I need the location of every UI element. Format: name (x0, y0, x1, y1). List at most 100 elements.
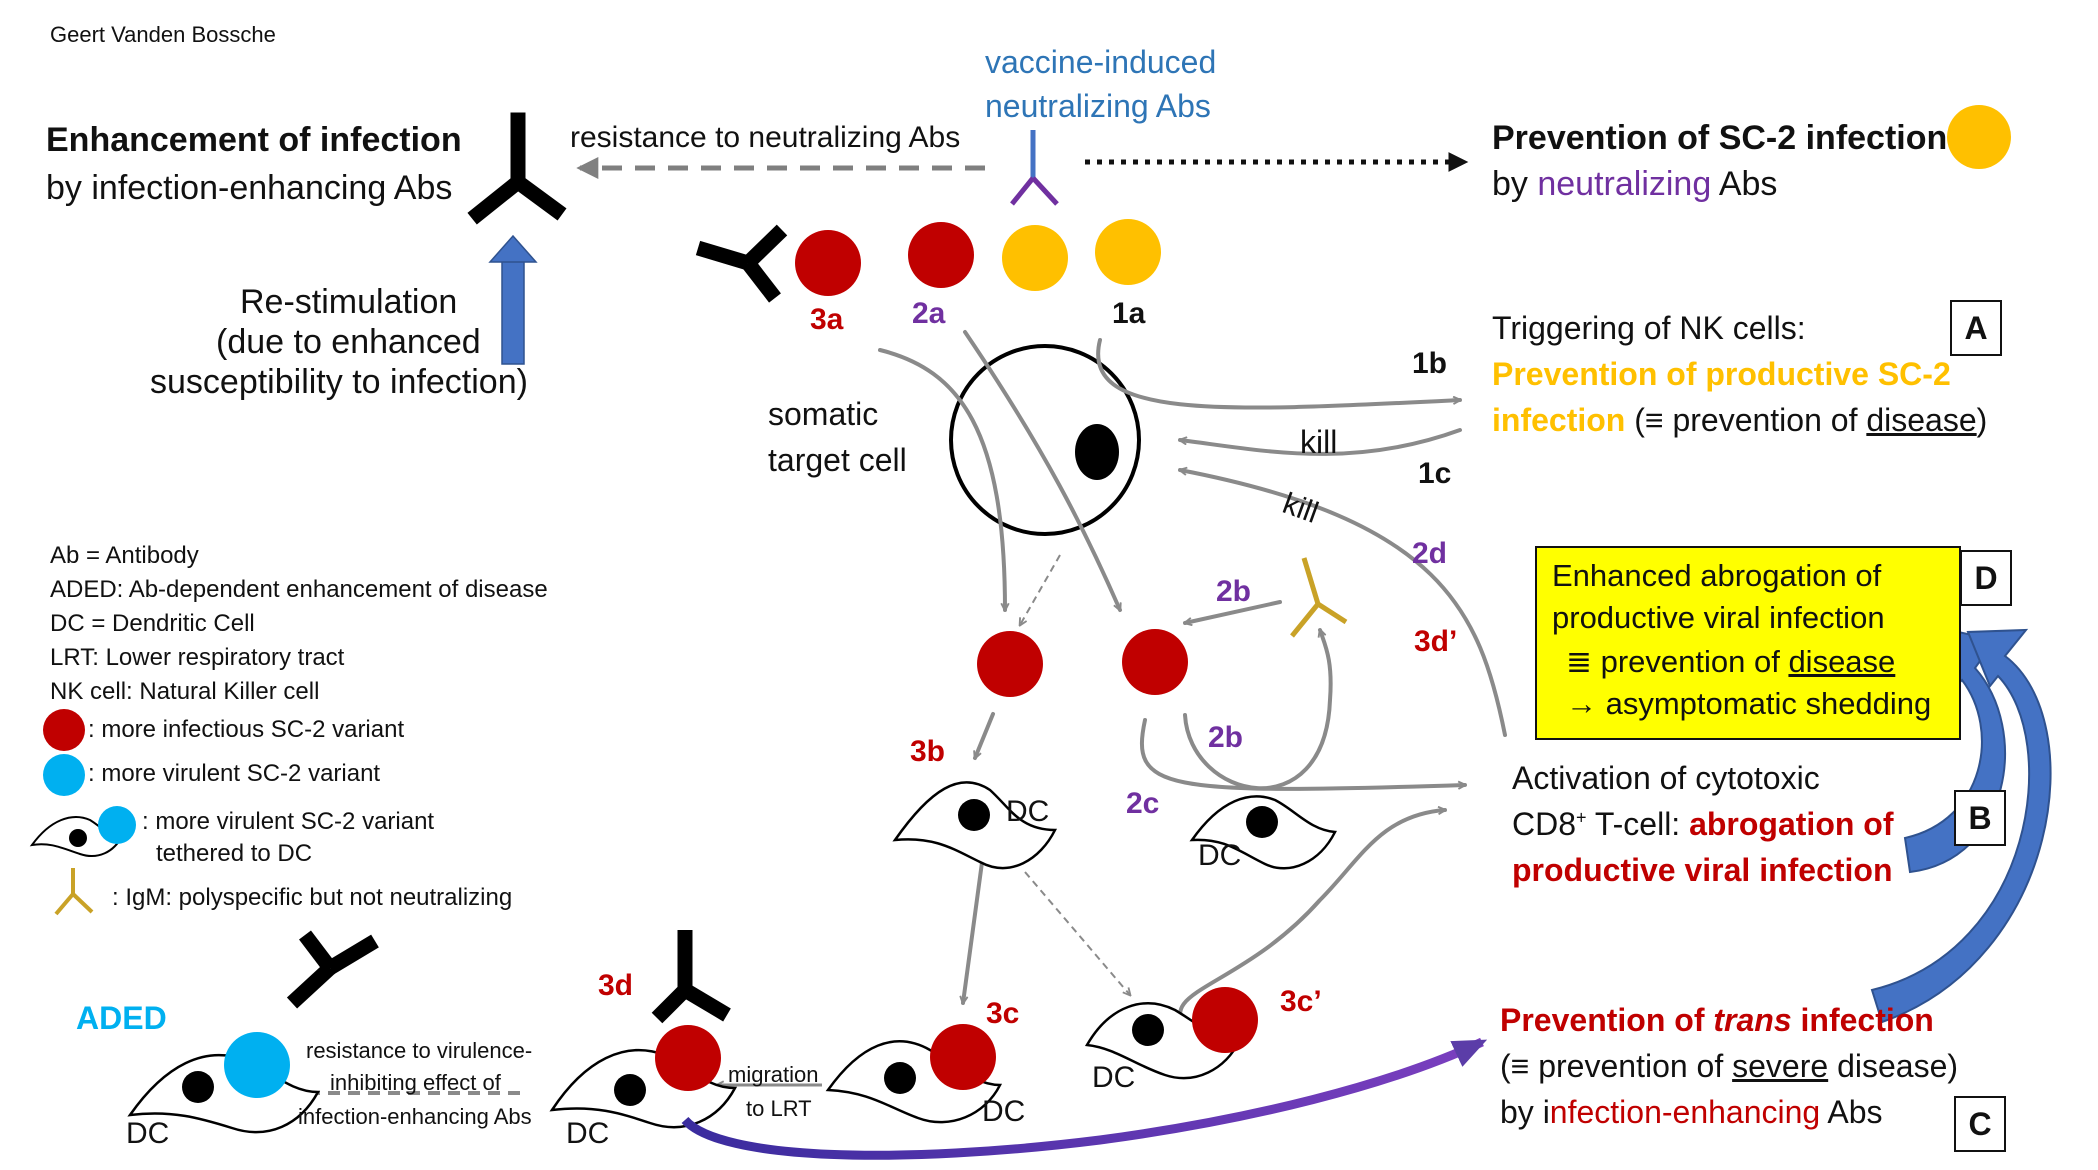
trans-line3: by infection-enhancing Abs (1500, 1094, 1882, 1132)
label-3cp: 3c’ (1280, 985, 1322, 1018)
nk-line1: Triggering of NK cells: (1492, 310, 1806, 346)
somatic-label-line2: target cell (768, 442, 907, 478)
trans-infection: infection (1791, 1002, 1934, 1038)
arrow-kill-2d (1180, 470, 1507, 737)
arrow-3a-to-3b (878, 348, 1005, 612)
dc-label-aded: DC (126, 1117, 170, 1150)
enhancement-subtitle: by infection-enhancing Abs (46, 169, 453, 207)
label-3b: 3b (910, 735, 946, 768)
box-label-a: A (1950, 300, 2002, 356)
box-d-line1: Enhanced abrogation of (1552, 558, 1882, 593)
arrow-2b-loop (1183, 630, 1333, 791)
prevention-abs: Abs (1711, 165, 1778, 203)
box-d-panel (1535, 546, 1961, 740)
restimulation-arrow-shaft (501, 259, 525, 365)
enhancing-antibody-3d-icon (651, 930, 731, 1024)
legend-aded: ADED: Ab-dependent enhancement of diseas… (50, 576, 548, 603)
prevention-title: Prevention of SC-2 infection (1492, 119, 1948, 157)
dc-label-3c: DC (982, 1095, 1026, 1128)
dashed-arrow-cell-to-3b (1020, 554, 1061, 625)
arrow-dc-3b-to-3c (963, 853, 985, 1003)
cd8-line2: CD8+ T-cell: abrogation of (1512, 806, 1894, 844)
cd8-line1: Activation of cytotoxic (1512, 760, 1820, 796)
label-3d: 3d (598, 969, 634, 1002)
virus-1a (1095, 219, 1161, 285)
legend-nk: NK cell: Natural Killer cell (50, 678, 320, 705)
restimulation-line3: susceptibility to infection) (150, 363, 528, 401)
dendritic-cell-aded (127, 1032, 321, 1134)
dendritic-cell-3d (549, 1025, 738, 1129)
legend-igm-icon (54, 868, 94, 916)
arrow-3b-to-dc (973, 712, 995, 758)
trans-prevention: Prevention of (1500, 1002, 1714, 1038)
arrow-2a-to-2b (963, 330, 1122, 610)
kill-label-1: kill (1300, 424, 1338, 460)
aded-label: ADED (76, 1000, 167, 1036)
box-label-d: D (1960, 550, 2012, 606)
trans-by: by i (1500, 1094, 1550, 1130)
label-1c: 1c (1418, 457, 1452, 490)
legend-infectious-icon (43, 709, 85, 751)
resistance-label: resistance to neutralizing Abs (570, 121, 961, 154)
box-label-c: C (1954, 1096, 2006, 1152)
cd8-tcell: T-cell: (1586, 806, 1690, 842)
somatic-label-line1: somatic (768, 396, 879, 432)
resistance-virulence-line2: inhibiting effect of (330, 1070, 501, 1095)
arrow-igm-to-2b (1185, 600, 1282, 623)
vaccine-label-line2: neutralizing Abs (985, 88, 1211, 124)
nk-infection: infection (1492, 402, 1626, 438)
arrow-1a-to-1b (1096, 338, 1462, 410)
author-label: Geert Vanden Bossche (50, 22, 276, 47)
trans-prevention-of: (≡ prevention of (1500, 1048, 1733, 1084)
label-2b: 2b (1216, 575, 1252, 608)
vaccine-label-line1: vaccine-induced (985, 44, 1217, 80)
legend-tethered-line1: : more virulent SC-2 variant (142, 808, 435, 835)
virus-3b (977, 631, 1043, 697)
nk-disease: disease (1866, 402, 1977, 438)
virus-orange-prevention (1947, 105, 2011, 169)
nk-line3: infection (≡ prevention of disease) (1492, 402, 1987, 440)
arrow-kill-1c (1180, 428, 1462, 456)
label-2b-second: 2b (1208, 721, 1244, 754)
virus-2b (1122, 629, 1188, 695)
label-3dp: 3d’ (1414, 625, 1458, 658)
dc-label-3b: DC (1006, 795, 1050, 828)
legend-virulent: : more virulent SC-2 variant (88, 760, 381, 787)
legend-virulent-icon (43, 754, 85, 796)
restimulation-line1: Re-stimulation (240, 283, 458, 321)
prevention-by: by (1492, 165, 1538, 203)
cd8-line3: productive viral infection (1512, 852, 1893, 888)
label-1a: 1a (1112, 297, 1146, 330)
nk-prevention: (≡ prevention of (1625, 402, 1867, 438)
legend-tethered-dc-icon (29, 806, 136, 857)
arrow-c-to-d (1870, 628, 2052, 1024)
box-d-line3: ≣ prevention of disease (1566, 644, 1895, 681)
enhancing-antibody-3a-icon (695, 224, 788, 303)
trans-enhancing: nfection-enhancing (1549, 1094, 1821, 1130)
neutralizing-antibody-icon (1010, 130, 1059, 206)
migration-line1: migration (728, 1062, 819, 1087)
dashed-arrow-dc-to-3cp (1024, 871, 1130, 995)
arrow-2c-to-cd8 (1139, 718, 1467, 791)
box-d-line2: productive viral infection (1552, 600, 1885, 635)
nk-close: ) (1976, 402, 1988, 438)
cd8-label: CD8 (1512, 806, 1577, 842)
trans-disease: disease) (1828, 1048, 1959, 1084)
dendritic-cell-3cp (1084, 987, 1258, 1080)
dc-label-3cp: DC (1092, 1061, 1136, 1094)
virus-orange-1 (1002, 225, 1068, 291)
trans-infection-arrow (681, 1037, 1488, 1160)
trans-line2: (≡ prevention of severe disease) (1500, 1048, 1958, 1086)
label-2a: 2a (912, 297, 946, 330)
dendritic-cell-3b (892, 781, 1058, 870)
igm-antibody-icon (1290, 557, 1348, 638)
cd8-abrogation: abrogation of (1689, 806, 1894, 842)
trans-severe: severe (1732, 1048, 1829, 1084)
trans-abs: Abs (1820, 1094, 1883, 1130)
dc-label-3d: DC (566, 1117, 610, 1150)
restimulation-arrow-head (488, 234, 538, 263)
prevention-neutralizing: neutralizing (1537, 165, 1712, 203)
enhancement-title: Enhancement of infection (46, 121, 462, 159)
label-1b: 1b (1412, 347, 1448, 380)
arrow-3cp-to-cd8 (1178, 810, 1447, 1034)
